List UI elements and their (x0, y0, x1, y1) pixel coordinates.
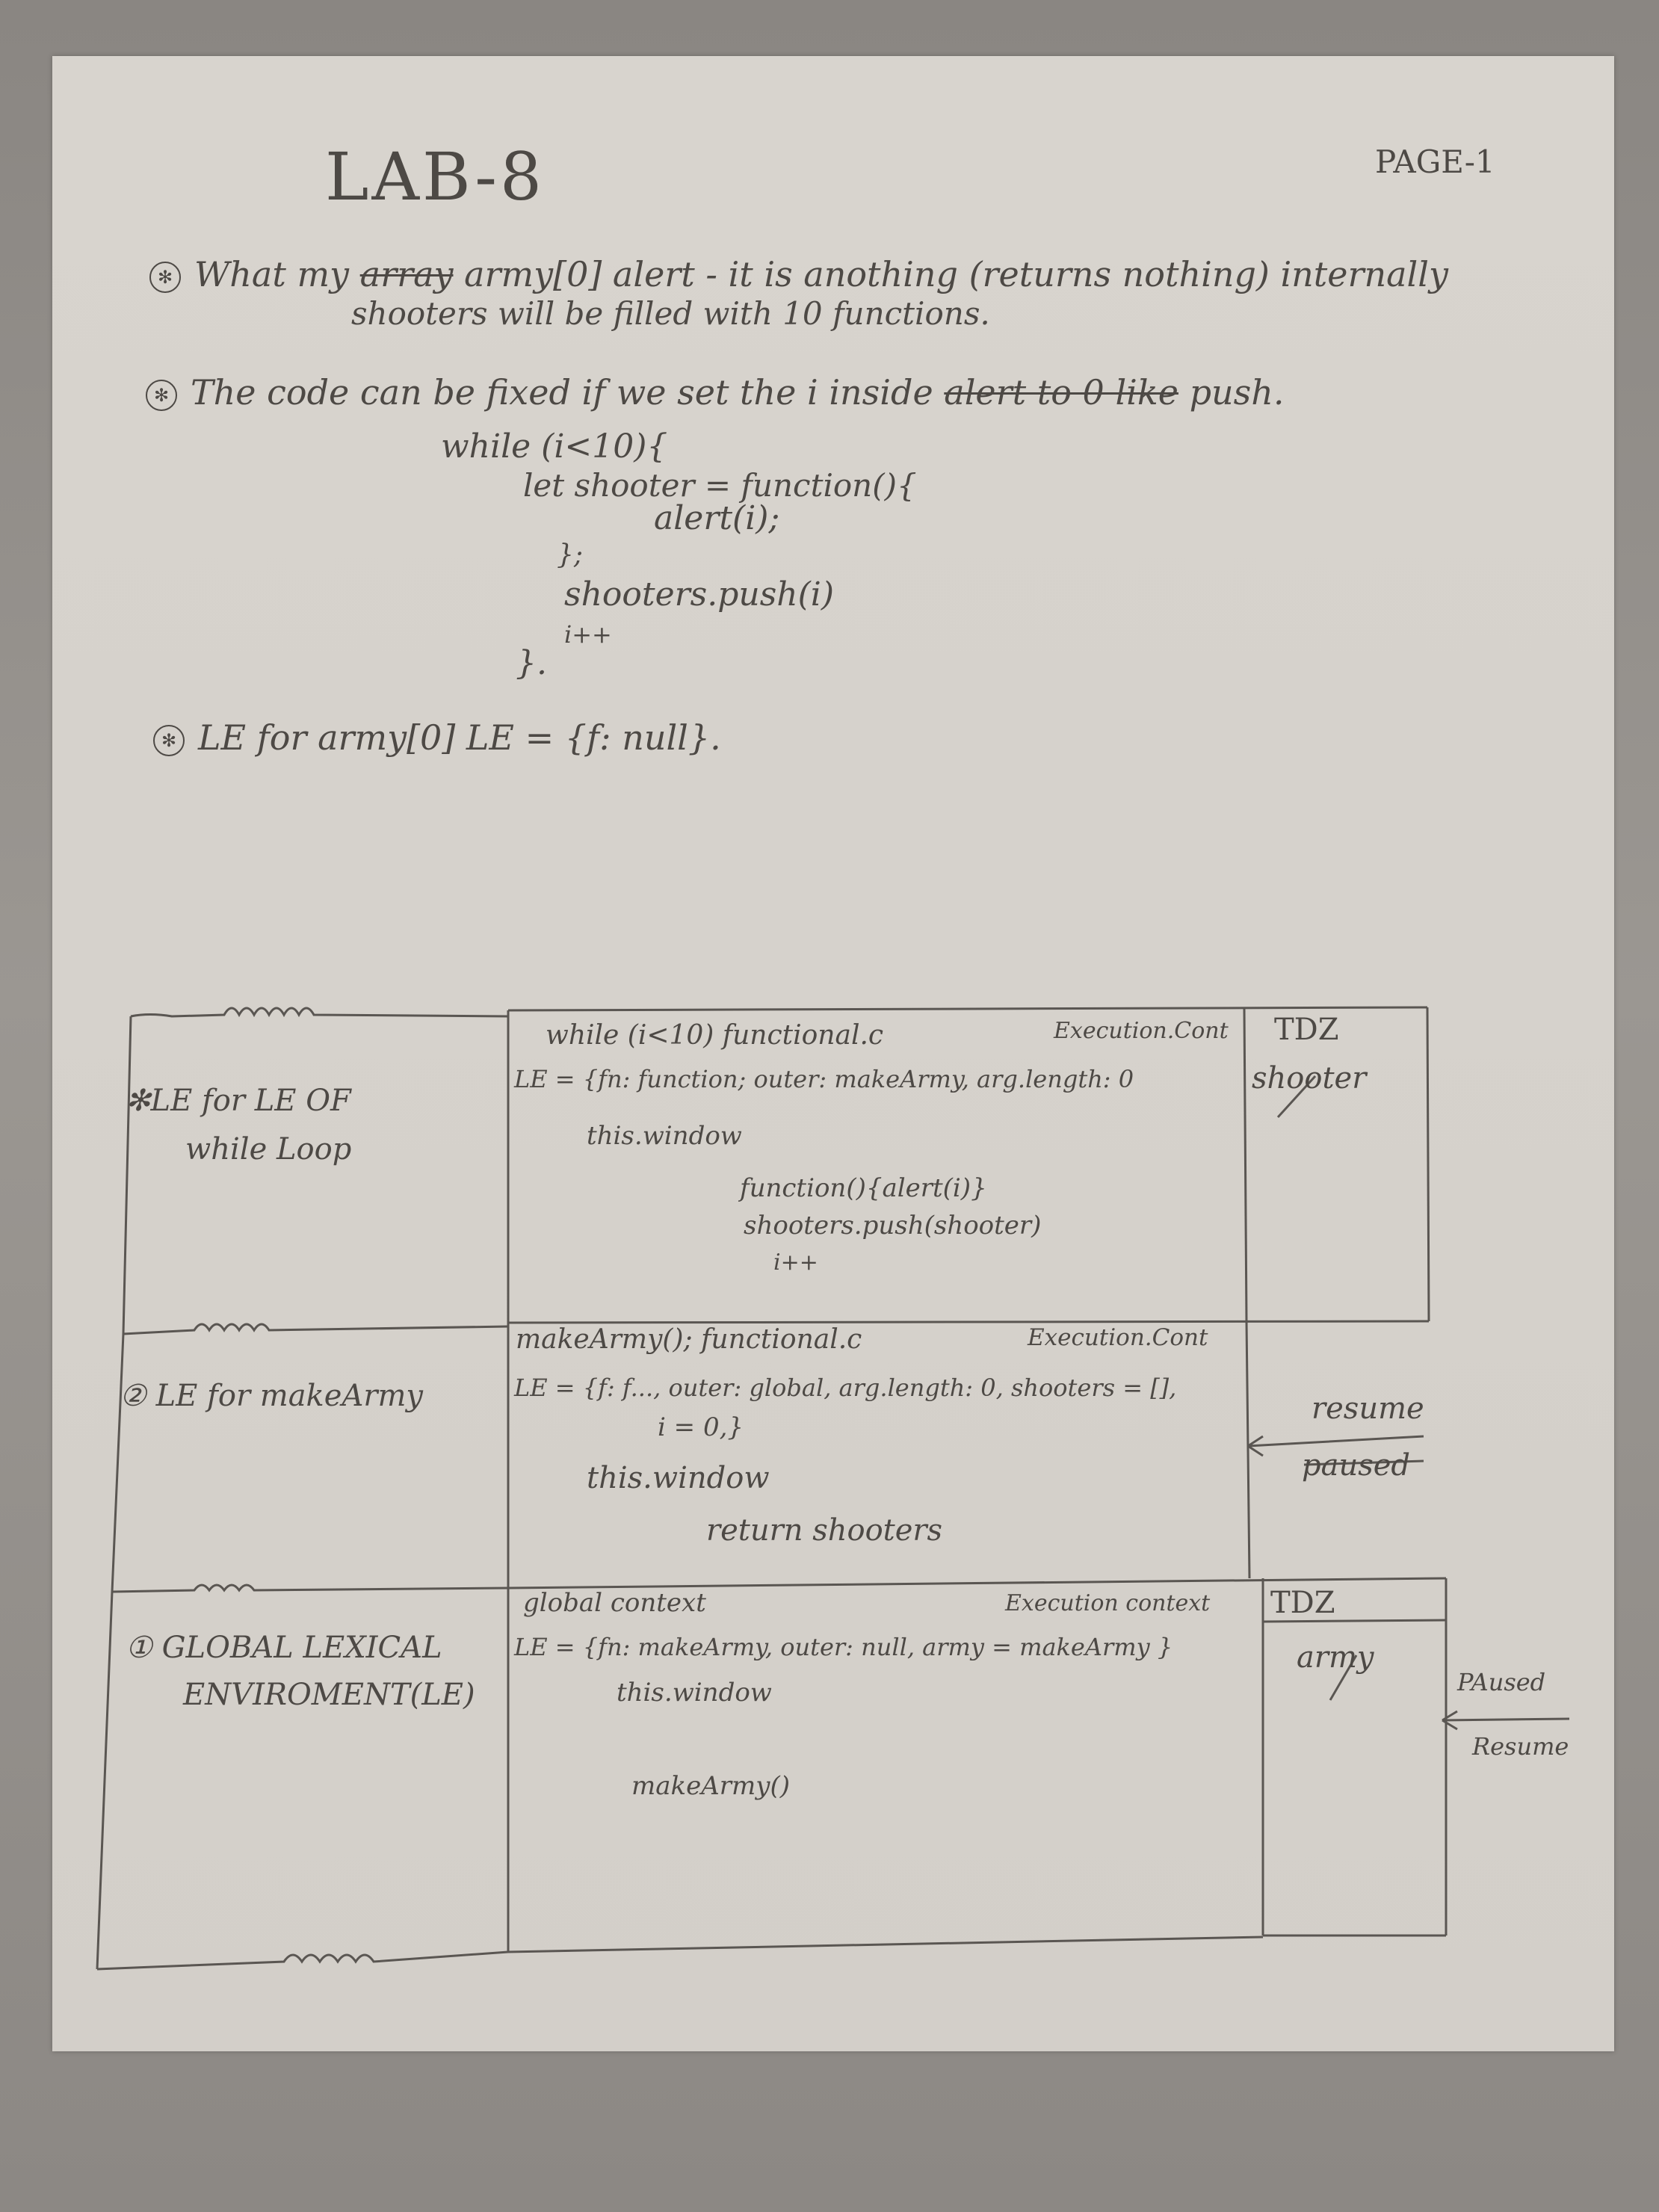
question-1-prefix: What my (194, 254, 350, 294)
asterisk-bullet-icon: ✻ (146, 380, 177, 411)
question-1-struck-text: array (359, 254, 454, 294)
row-1-bullet: ✻ (126, 1084, 151, 1118)
code-line: i++ (564, 620, 612, 649)
question-3: ✻ LE for army[0] LE = {f: null}. (153, 717, 721, 758)
arrow-icon (1247, 1435, 1424, 1457)
question-2-prefix: The code can be fixed if we set the i in… (191, 372, 933, 413)
row-2-le-cont: i = 0,} (658, 1412, 744, 1442)
row-1-body-line: i++ (773, 1249, 818, 1276)
row-3-label-line-2: ENVIROMENT(LE) (183, 1678, 475, 1712)
row-1-this: this.window (587, 1121, 742, 1151)
row-2-label-line-1: LE for makeArmy (155, 1379, 423, 1413)
row-2-context-type: Execution.Cont (1028, 1324, 1208, 1351)
row-3-le: LE = {fn: makeArmy, outer: null, army = … (514, 1633, 1173, 1661)
row-2-this: this.window (587, 1461, 770, 1495)
row-3-label-line-1: GLOBAL LEXICAL (161, 1631, 442, 1665)
wavy-border (130, 1007, 509, 1018)
wavy-border (96, 1950, 509, 1971)
row-2-context-title: makeArmy(); functional.c (516, 1324, 862, 1355)
row-3-note-paused: PAused (1457, 1668, 1546, 1696)
code-line: let shooter = function(){ (523, 467, 917, 504)
question-2: ✻ The code can be fixed if we set the i i… (146, 372, 1285, 413)
question-2-struck-text: alert to 0 like (944, 372, 1178, 413)
question-1: ✻ What my array army[0] alert - it is ano… (149, 254, 1448, 294)
asterisk-bullet-icon: ✻ (153, 725, 185, 756)
code-line: }; (557, 540, 584, 570)
row-2-note-paused: paused (1302, 1448, 1411, 1483)
question-1-rest: army[0] alert - it is anothing (returns … (464, 254, 1448, 294)
question-1-line-2: shooters will be filled with 10 function… (351, 295, 990, 332)
row-1-label: ✻LE for LE OF (126, 1084, 351, 1118)
code-line: shooters.push(i) (564, 575, 835, 614)
code-line: }. (516, 644, 547, 682)
row-2-le: LE = {f: f..., outer: global, arg.length… (514, 1374, 1177, 1402)
row-1-le: LE = {fn: function; outer: makeArmy, arg… (514, 1065, 1134, 1093)
row-2-body-line: return shooters (706, 1513, 943, 1548)
row-3-tdz-value: army (1297, 1640, 1374, 1675)
row-3-body-line: makeArmy() (631, 1771, 791, 1801)
code-line: alert(i); (654, 499, 780, 537)
row-1-body-line: shooters.push(shooter) (744, 1211, 1042, 1241)
row-1-context-title: while (i<10) functional.c (546, 1020, 884, 1051)
wavy-border (111, 1584, 509, 1593)
code-line: while (i<10){ (441, 427, 668, 466)
notebook-page (52, 56, 1614, 2051)
row-2-bullet: ② (120, 1379, 146, 1413)
row-1-tdz-value: shooter (1252, 1061, 1367, 1096)
row-2-label: ② LE for makeArmy (120, 1379, 423, 1413)
row-3-bullet: ① (126, 1631, 152, 1665)
question-2-rest: push. (1189, 372, 1285, 413)
row-3-context-type: Execution context (1005, 1590, 1211, 1616)
wavy-border (123, 1323, 509, 1335)
page-number: PAGE-1 (1375, 143, 1495, 180)
row-3-context-title: global context (523, 1588, 706, 1618)
row-2-note-resume: resume (1312, 1391, 1424, 1426)
question-3-text: LE for army[0] LE = {f: null}. (198, 717, 721, 758)
row-1-context-type: Execution.Cont (1054, 1018, 1229, 1044)
page-title: LAB-8 (325, 138, 546, 215)
row-1-label-line-2: while Loop (185, 1132, 352, 1167)
row-1-body-line: function(){alert(i)} (740, 1173, 987, 1203)
row-3-note-resume: Resume (1472, 1732, 1569, 1761)
arrow-icon (1442, 1710, 1570, 1731)
row-1-tdz-label: TDZ (1274, 1013, 1339, 1047)
row-1-label-line-1: LE for LE OF (150, 1084, 351, 1118)
asterisk-bullet-icon: ✻ (149, 262, 181, 293)
row-3-tdz-label: TDZ (1270, 1586, 1335, 1620)
row-3-label: ① GLOBAL LEXICAL (126, 1631, 442, 1665)
row-3-this: this.window (617, 1678, 772, 1708)
